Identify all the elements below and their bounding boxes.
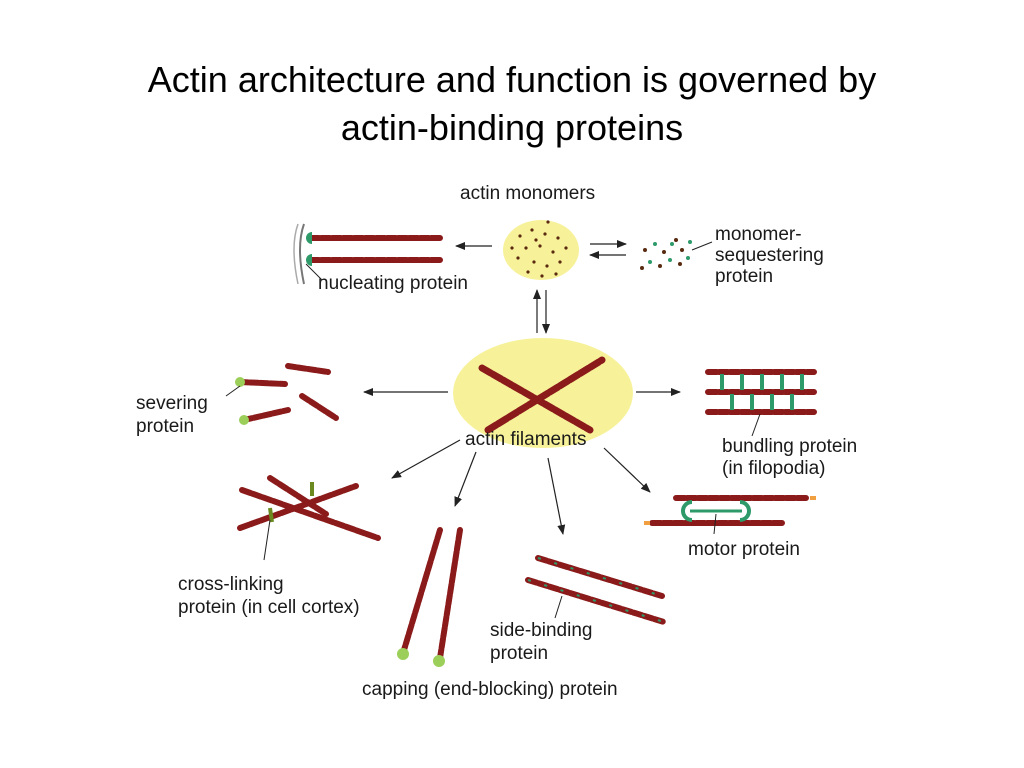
- label-nucleating: nucleating protein: [318, 273, 468, 294]
- capping-group: [397, 527, 463, 667]
- bundling-leader: [751, 413, 761, 437]
- nucleating-group: [293, 223, 443, 285]
- sequestered-monomers: [640, 238, 692, 270]
- sequester-equilibrium-arrows: [589, 240, 627, 259]
- label-severing-1: severing: [136, 393, 208, 414]
- actin-monomer-pool: [503, 220, 579, 280]
- label-sequestering-2: sequestering: [715, 245, 824, 266]
- label-motor: motor protein: [688, 539, 800, 560]
- severing-leader: [225, 385, 241, 397]
- motor-group: [644, 495, 816, 526]
- label-capping: capping (end-blocking) protein: [362, 679, 618, 700]
- label-sequestering-1: monomer-: [715, 224, 802, 245]
- label-actin-monomers: actin monomers: [460, 183, 595, 204]
- title-line-2: actin-binding proteins: [340, 107, 684, 148]
- label-bundling-2: (in filopodia): [722, 458, 826, 479]
- label-bundling-1: bundling protein: [722, 436, 857, 457]
- actin-filament-pool: [453, 338, 633, 448]
- title-line-1: Actin architecture and function is gover…: [147, 59, 877, 100]
- label-severing-2: protein: [136, 416, 194, 437]
- label-sequestering-3: protein: [715, 266, 773, 287]
- polymerization-arrows: [533, 289, 550, 334]
- label-actin-filaments: actin filaments: [465, 429, 586, 450]
- motor-leader: [713, 513, 717, 535]
- severing-group: [235, 363, 339, 425]
- label-crosslinking-2: protein (in cell cortex): [178, 597, 360, 618]
- label-sidebinding-2: protein: [490, 643, 548, 664]
- sidebinding-leader: [554, 595, 563, 619]
- monomer-dots: [510, 220, 568, 278]
- crosslinking-leader: [263, 519, 271, 561]
- nucleating-leader: [305, 263, 323, 281]
- slide-title: Actin architecture and function is gover…: [0, 56, 1024, 152]
- crosslinking-group: [237, 475, 381, 541]
- bundling-group: [705, 369, 817, 415]
- label-crosslinking-1: cross-linking: [178, 574, 284, 595]
- sidebinding-group: [525, 555, 667, 625]
- sequestering-leader: [691, 241, 713, 251]
- hub-arrows: [363, 388, 681, 535]
- label-sidebinding-1: side-binding: [490, 620, 592, 641]
